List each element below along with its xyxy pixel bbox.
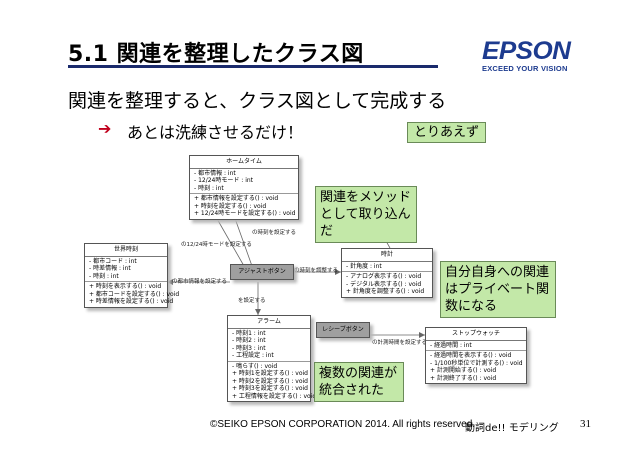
operation-section: - 鳴らす() : void + 時刻1を設定する() : void + 時刻2… (228, 362, 317, 402)
class-name: アジャストボタン (231, 265, 293, 279)
attribute: - 時刻1 : int (232, 329, 266, 337)
operation: + 時刻1を設定する() : void (232, 370, 308, 377)
operation-section: - アナログ表示する() : void - デジタル表示する() : void … (342, 272, 432, 297)
operation: + 都市情報を設定する() : void (194, 195, 279, 202)
attribute: - 経過時間 : int (430, 341, 472, 349)
assoc-label-alarm-set: を設定する (238, 298, 266, 304)
class-name: アラーム (228, 316, 310, 329)
operation: + 都市コードを設定する() : void (89, 290, 180, 298)
attribute: - 都市コード : int (89, 257, 137, 265)
attribute-section: - 時刻1 : int - 時刻2 : int - 時刻3 : int - 工程… (228, 329, 310, 362)
callout-method: 関連をメソッドとして取り込んだ (315, 186, 417, 243)
operation: + 針角度を調整する() : void (346, 288, 425, 295)
operation: - 鳴らす() : void (232, 362, 278, 370)
arrowhead-stopwatch (419, 332, 425, 338)
operation: + 計測終了する() : void (430, 374, 497, 382)
logo-wordmark: EPSON (482, 37, 571, 65)
assoc-label-1224: の12/24時モードを設定する (181, 242, 252, 248)
assoc-label-hand-adjust: の時刻を調整する (294, 268, 339, 274)
operation: + 12/24時モードを設定する() : void (194, 210, 296, 217)
class-world-time: 世界時刻 - 都市コード : int - 時差情報 : int - 時刻 : i… (84, 243, 180, 308)
bullet-text: あとは洗練させるだけ！ (127, 123, 304, 142)
operation-section: - 経過時間を表示する() : void - 1/100秒単位で計測する() :… (426, 351, 526, 383)
footer-series: 動詞de!! モデリング (465, 423, 559, 434)
attribute: - 時刻 : int (89, 272, 119, 280)
attribute: - 都市情報 : int (194, 169, 236, 177)
class-clock: 時計 - 針角度 : int - アナログ表示する() : void - デジタ… (341, 248, 433, 298)
class-stopwatch: ストップウォッチ - 経過時間 : int - 経過時間を表示する() : vo… (425, 327, 527, 384)
attribute: - 時刻2 : int (232, 337, 266, 344)
operation-section: + 時刻を表示する() : void + 都市コードを設定する() : void… (85, 282, 180, 307)
slide-heading: 関連を整理すると、クラス図として完成する (68, 90, 447, 112)
attribute: - 時刻 : int (194, 184, 224, 192)
class-name: ホームタイム (190, 156, 298, 169)
attribute-section: - 都市コード : int - 時差情報 : int - 時刻 : int (85, 257, 167, 282)
attribute-section: - 経過時間 : int (426, 341, 526, 351)
assoc-label-city-set: の都市情報を設定する (172, 279, 228, 285)
footer-copyright: ©SEIKO EPSON CORPORATION 2014. All right… (210, 419, 476, 430)
attribute: - 12/24時モード : int (194, 177, 254, 184)
assoc-label-measure: の計測時間を設定する (372, 340, 428, 346)
operation: + 時刻3を設定する() : void (232, 385, 308, 392)
callout-toriaezu: とりあえず (407, 122, 487, 143)
arrowhead-alarm (255, 309, 261, 315)
assoc-label-time-set: の時刻を設定する (252, 230, 297, 236)
title-underline (68, 65, 438, 68)
class-name: レシーブボタン (317, 323, 369, 337)
attribute: - 時差情報 : int (89, 265, 131, 272)
operation: - アナログ表示する() : void (346, 273, 422, 280)
callout-merged: 複数の関連が統合された (314, 362, 404, 402)
class-home-time: ホームタイム - 都市情報 : int - 12/24時モード : int - … (189, 155, 299, 220)
class-alarm: アラーム - 時刻1 : int - 時刻2 : int - 時刻3 : int… (227, 315, 317, 402)
class-lap-button: レシーブボタン (316, 322, 370, 338)
operation: + 時刻を設定する() : void (194, 202, 267, 210)
operation: + 計測開始する() : void (430, 367, 497, 374)
attribute: - 針角度 : int (346, 262, 382, 270)
operation: - デジタル表示する() : void (346, 280, 422, 288)
attribute-section: - 都市情報 : int - 12/24時モード : int - 時刻 : in… (190, 169, 298, 194)
operation: + 工程情報を設定する() : void (232, 392, 317, 400)
operation: + 時差情報を設定する() : void (89, 298, 174, 305)
epson-logo: EPSON EXCEED YOUR VISION (482, 37, 571, 73)
operation: - 経過時間を表示する() : void (430, 352, 512, 359)
attribute: - 工程設定 : int (232, 352, 274, 359)
class-name: 時計 (342, 249, 432, 262)
operation: - 1/100秒単位で計測する() : void (430, 359, 523, 367)
operation: + 時刻を表示する() : void (89, 283, 162, 290)
class-name: 世界時刻 (85, 244, 167, 257)
slide-title: 5.1 関連を整理したクラス図 (68, 42, 364, 67)
arrowhead-clock (335, 269, 341, 275)
arrowhead-world (167, 279, 173, 285)
logo-tagline: EXCEED YOUR VISION (482, 64, 568, 73)
arrow-right-icon: ➔ (98, 119, 112, 138)
page-number: 31 (580, 418, 591, 430)
callout-self-association: 自分自身への関連はプライベート関数になる (440, 261, 556, 318)
class-name: ストップウォッチ (426, 328, 526, 341)
attribute: - 時刻3 : int (232, 344, 266, 352)
operation-section: + 都市情報を設定する() : void + 時刻を設定する() : void … (190, 194, 298, 219)
operation: + 時刻2を設定する() : void (232, 377, 308, 385)
class-adjust-button: アジャストボタン (230, 264, 294, 280)
attribute-section: - 針角度 : int (342, 262, 432, 272)
